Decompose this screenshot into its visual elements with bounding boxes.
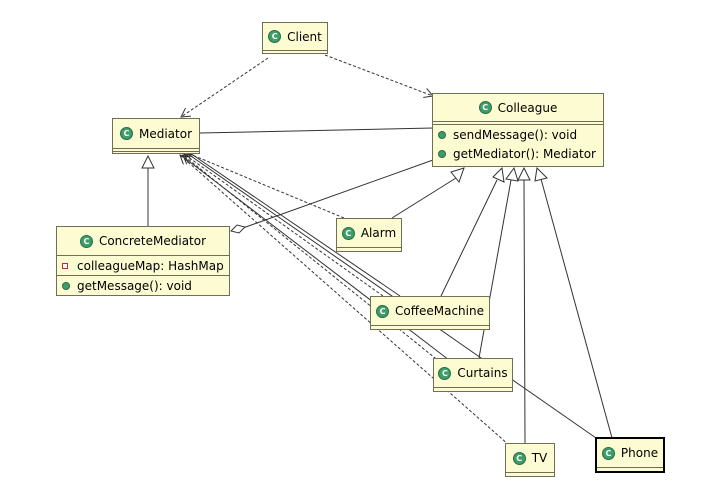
- class-phone[interactable]: C Phone: [595, 437, 665, 473]
- attributes-divider: [506, 472, 554, 473]
- generalization-head-alarm: [450, 167, 465, 184]
- class-name: Alarm: [360, 226, 397, 240]
- method-signature: sendMessage(): void: [453, 127, 578, 142]
- aggregation-concretemediator-colleague: [242, 159, 434, 229]
- method-row[interactable]: getMediator(): Mediator: [433, 144, 603, 163]
- class-icon: C: [79, 234, 93, 248]
- attributes-divider: [597, 467, 663, 468]
- class-header: C Alarm: [337, 219, 401, 247]
- generalization-head-coffeemachine: [492, 166, 505, 183]
- class-tv[interactable]: C TV: [505, 443, 555, 477]
- class-header: C ConcreteMediator: [57, 227, 229, 255]
- public-method-icon: [438, 149, 446, 158]
- class-icon: C: [268, 30, 282, 43]
- class-colleague[interactable]: C Colleague sendMessage(): void getMedia…: [432, 93, 604, 167]
- generalization-phone-colleague: [540, 178, 613, 439]
- class-header: C TV: [506, 444, 554, 472]
- class-icon: C: [376, 304, 389, 318]
- class-name: TV: [531, 451, 548, 465]
- class-concrete-mediator[interactable]: C ConcreteMediator colleagueMap: HashMap…: [56, 226, 230, 296]
- class-name: CoffeeMachine: [395, 304, 484, 318]
- class-header: C Colleague: [433, 94, 603, 121]
- attributes-divider: [57, 255, 229, 256]
- class-coffee-machine[interactable]: C CoffeeMachine: [370, 296, 490, 330]
- class-header: C CoffeeMachine: [371, 297, 489, 325]
- class-client[interactable]: C Client: [262, 22, 328, 54]
- class-curtains[interactable]: C Curtains: [433, 358, 513, 392]
- generalization-tv-colleague: [523, 179, 526, 444]
- method-row[interactable]: sendMessage(): void: [433, 125, 603, 144]
- class-icon: C: [341, 226, 355, 240]
- class-header: C Phone: [597, 439, 663, 467]
- attributes-divider: [434, 387, 512, 388]
- method-signature: getMediator(): Mediator: [453, 146, 596, 161]
- operations-divider: [57, 275, 229, 276]
- class-mediator[interactable]: C Mediator: [112, 118, 200, 154]
- class-icon: C: [512, 451, 526, 465]
- dependency-coffeemachine-mediator: [184, 154, 384, 297]
- class-header: C Curtains: [434, 359, 512, 387]
- class-alarm[interactable]: C Alarm: [336, 218, 402, 252]
- class-name: Mediator: [138, 126, 193, 141]
- dependency-client-colleague: [324, 54, 433, 96]
- class-icon: C: [119, 127, 133, 140]
- class-icon: C: [478, 101, 492, 114]
- generalization-coffeemachine-colleague: [440, 179, 498, 297]
- attributes-divider: [371, 325, 489, 326]
- association-mediator-colleague: [199, 127, 434, 134]
- class-name: Client: [287, 29, 322, 44]
- private-field-icon: [62, 262, 68, 269]
- operations-divider: [113, 151, 199, 152]
- generalization-head-phone: [534, 166, 548, 182]
- class-icon: C: [601, 446, 615, 460]
- aggregation-diamond: [230, 224, 246, 234]
- class-name: Colleague: [497, 100, 558, 115]
- attributes-divider: [113, 148, 199, 149]
- generalization-alarm-colleague: [391, 177, 457, 219]
- class-header: C Mediator: [113, 119, 199, 148]
- attributes-divider: [263, 50, 327, 51]
- class-header: C Client: [263, 23, 327, 50]
- association-mediator-coffeemachine: [189, 152, 401, 297]
- generalization-head-curtains: [505, 166, 519, 182]
- public-method-icon: [62, 281, 70, 290]
- public-method-icon: [438, 130, 446, 139]
- field-row[interactable]: colleagueMap: HashMap: [57, 256, 229, 275]
- dependency-client-mediator: [181, 57, 269, 117]
- class-icon: C: [438, 366, 452, 380]
- operations-divider: [433, 124, 603, 125]
- dependency-tv-mediator: [180, 155, 510, 446]
- generalization-head-tv: [517, 166, 531, 181]
- method-row[interactable]: getMessage(): void: [57, 276, 229, 295]
- attributes-divider: [433, 121, 603, 122]
- field-signature: colleagueMap: HashMap: [77, 258, 224, 273]
- generalization-head-mediator: [141, 154, 155, 169]
- method-signature: getMessage(): void: [77, 278, 192, 293]
- attributes-divider: [337, 247, 401, 248]
- class-name: ConcreteMediator: [98, 234, 207, 248]
- dependency-alarm-mediator: [185, 152, 345, 219]
- class-name: Phone: [620, 446, 659, 460]
- class-name: Curtains: [457, 366, 508, 380]
